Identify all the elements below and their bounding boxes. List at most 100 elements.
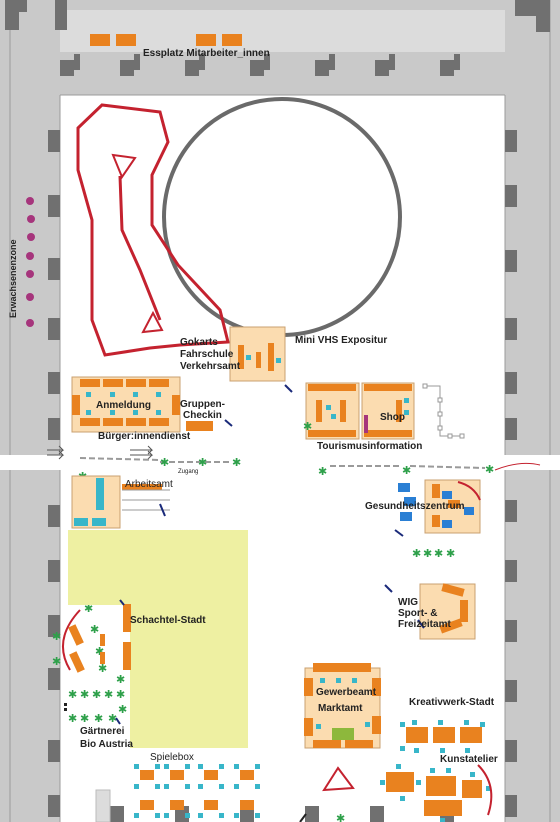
pillar — [505, 372, 517, 394]
gruppen-checkin-table — [186, 421, 213, 431]
svg-text:✱: ✱ — [118, 703, 127, 716]
label-erwachsenenzone: Erwachsenenzone — [8, 239, 18, 318]
svg-text:✱: ✱ — [318, 465, 327, 478]
pillar — [505, 185, 517, 207]
label-sport: Sport- & — [398, 608, 438, 619]
svg-text:✱: ✱ — [52, 655, 61, 668]
label-gruppen: Gruppen- — [180, 399, 225, 410]
label-gesundheit: Gesundheitszentrum — [365, 501, 465, 512]
pillar — [48, 795, 60, 817]
svg-text:✱: ✱ — [336, 812, 345, 822]
gokart-track-outer — [76, 103, 230, 357]
svg-text:✱: ✱ — [84, 602, 93, 615]
svg-text:✱: ✱ — [80, 688, 89, 701]
svg-text:✱: ✱ — [104, 688, 113, 701]
cone-marker — [111, 153, 137, 180]
pillar — [48, 318, 60, 340]
label-spielebox: Spielebox — [150, 752, 194, 763]
plant-markers: ✱ ✱ ✱ ✱ ✱ ✱ ✱ ✱ ✱✱✱✱ ✱✱✱ ✱✱✱ ✱✱✱✱✱ ✱✱ ✱✱… — [52, 420, 494, 822]
pillar — [505, 318, 517, 340]
pillar — [110, 806, 124, 822]
label-essplatz: Essplatz Mitarbeiter_innen — [143, 48, 270, 59]
pillar — [370, 806, 384, 822]
gokart-track-inner — [118, 175, 162, 321]
label-freizeit: Freizeitamt — [398, 619, 451, 630]
spielebox-storage — [95, 789, 111, 822]
pillar — [505, 740, 517, 762]
svg-text:✱: ✱ — [232, 456, 241, 469]
pillar — [48, 615, 60, 637]
svg-text:✱: ✱ — [434, 547, 443, 560]
schachtel-stadt-zone — [68, 530, 248, 748]
label-gaertnerei: Gärtnerei — [80, 726, 125, 737]
pillar — [375, 54, 395, 76]
corridor-red-curve — [494, 462, 541, 471]
pillar — [505, 560, 517, 582]
label-zugang: Zugang — [178, 469, 199, 475]
pillar — [315, 54, 335, 76]
pillar — [505, 500, 517, 522]
pillar — [48, 740, 60, 762]
svg-text:✱: ✱ — [116, 673, 125, 686]
label-kreativwerk: Kreativwerk-Stadt — [409, 697, 495, 708]
pillar — [505, 418, 517, 440]
label-marktamt: Marktamt — [318, 703, 363, 714]
pillar — [48, 505, 60, 527]
tourismus-barrier — [422, 383, 465, 439]
label-wig: WIG — [398, 597, 418, 608]
pillar — [60, 54, 80, 76]
pillar — [185, 54, 205, 76]
label-tourismus: Tourismusinformation — [317, 441, 423, 452]
pillar — [48, 258, 60, 280]
essplatz-tables — [90, 34, 242, 46]
pillar — [515, 0, 550, 32]
label-gokarts: Gokarts — [180, 337, 218, 348]
svg-text:✱: ✱ — [116, 688, 125, 701]
pillar — [55, 0, 67, 30]
label-anmeldung: Anmeldung — [96, 400, 151, 411]
label-bio-austria: Bio Austria — [80, 739, 133, 750]
label-kunstatelier: Kunstatelier — [440, 754, 498, 765]
label-arbeitsamt: Arbeitsamt — [125, 479, 173, 490]
cone-marker — [141, 310, 164, 334]
label-schachtel-stadt: Schachtel-Stadt — [130, 615, 206, 626]
pillar — [250, 54, 270, 76]
pillar — [48, 372, 60, 394]
pillar — [5, 0, 27, 30]
svg-text:✱: ✱ — [108, 712, 117, 725]
spielebox-tables — [134, 764, 260, 818]
label-fahrschule: Fahrschule — [180, 349, 234, 360]
label-buergerdienst: Bürger:innendienst — [98, 431, 191, 442]
pillar — [48, 668, 60, 690]
svg-text:✱: ✱ — [98, 662, 107, 675]
label-gewerbeamt: Gewerbeamt — [316, 687, 377, 698]
svg-text:✱: ✱ — [90, 623, 99, 636]
pillars — [5, 0, 550, 822]
svg-text:✱: ✱ — [80, 712, 89, 725]
svg-text:✱: ✱ — [92, 688, 101, 701]
svg-text:✱: ✱ — [423, 547, 432, 560]
pillar — [48, 130, 60, 152]
pillar — [505, 130, 517, 152]
svg-text:✱: ✱ — [485, 463, 494, 476]
label-mini-vhs: Mini VHS Expositur — [295, 335, 388, 346]
pillar — [505, 680, 517, 702]
svg-text:✱: ✱ — [402, 464, 411, 477]
corridor-arrows — [47, 445, 154, 460]
pillar — [505, 620, 517, 642]
svg-text:✱: ✱ — [198, 456, 207, 469]
wall-left — [0, 0, 60, 822]
pillar — [48, 418, 60, 440]
pillar — [48, 560, 60, 582]
pillar — [505, 795, 517, 817]
svg-text:✱: ✱ — [52, 630, 61, 643]
svg-text:✱: ✱ — [94, 712, 103, 725]
pillar — [505, 250, 517, 272]
erwachsenenzone-dots — [26, 197, 35, 327]
pillar — [305, 806, 319, 822]
pillar — [120, 54, 140, 76]
svg-text:✱: ✱ — [68, 712, 77, 725]
svg-text:✱: ✱ — [68, 688, 77, 701]
pillar — [440, 54, 460, 76]
